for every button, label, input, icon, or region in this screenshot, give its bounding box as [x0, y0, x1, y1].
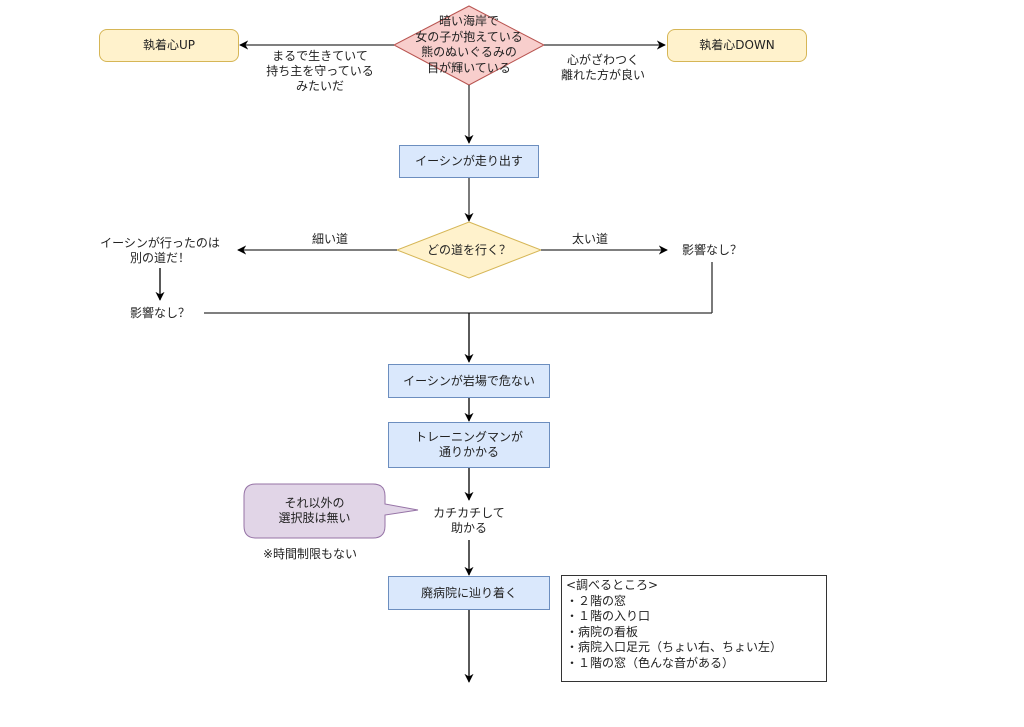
- edge-label-to-down: 心がざわつく 離れた方が良い: [560, 53, 645, 82]
- which-road-shape: [395, 221, 543, 279]
- edge-label-wide-road: 太い道: [571, 232, 608, 246]
- investigate-item: ・２階の窓: [566, 593, 627, 608]
- which-road-text[interactable]: どの道を行く？: [426, 242, 511, 257]
- no-effect-right-text[interactable]: 影響なし？: [681, 243, 742, 257]
- time-note-text: ※時間制限もない: [262, 547, 358, 561]
- training-man-box[interactable]: トレーニングマンが 通りかかる: [388, 422, 550, 468]
- investigate-item: ・１階の窓（色んな音がある）: [566, 655, 735, 670]
- isin-runs-box[interactable]: イーシンが走り出す: [399, 145, 539, 178]
- saved-text[interactable]: カチカチして 助かる: [433, 506, 505, 535]
- investigate-note: <調べるところ> ・２階の窓 ・１階の入り口 ・病院の看板 ・病院入口足元（ちょ…: [561, 575, 827, 682]
- other-road-text[interactable]: イーシンが行ったのは 別の道だ！: [100, 236, 220, 265]
- no-effect-left-text[interactable]: 影響なし？: [129, 306, 190, 320]
- hospital-box[interactable]: 廃病院に辿り着く: [388, 576, 550, 610]
- callout-bubble-shape: [243, 483, 419, 539]
- edge-label-to-up: まるで生きていて 持ち主を守っている みたいだ: [266, 49, 374, 93]
- edge-label-narrow-road: 細い道: [311, 232, 348, 246]
- callout-text: それ以外の 選択肢は無い: [278, 496, 351, 525]
- attachment-down-box[interactable]: 執着心DOWN: [667, 29, 807, 62]
- start-decision-text[interactable]: 暗い海岸で 女の子が抱えている 熊のぬいぐるみの 目が輝いている: [415, 14, 523, 75]
- investigate-title: <調べるところ>: [566, 578, 659, 592]
- investigate-item: ・病院の看板: [566, 624, 639, 639]
- investigate-item: ・１階の入り口: [566, 609, 651, 623]
- investigate-item: ・病院入口足元（ちょい右、ちょい左）: [566, 640, 783, 654]
- attachment-up-box[interactable]: 執着心UP: [99, 29, 239, 62]
- isin-danger-box[interactable]: イーシンが岩場で危ない: [388, 364, 550, 398]
